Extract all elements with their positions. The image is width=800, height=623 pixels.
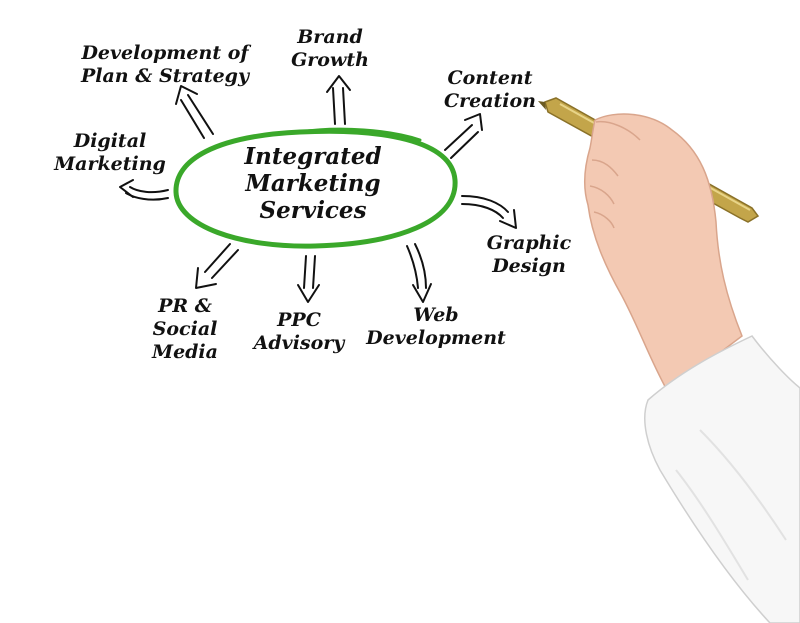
node-ppc-advisory: PPC Advisory bbox=[246, 309, 352, 355]
node-line: Advisory bbox=[253, 332, 345, 354]
node-line: Development bbox=[366, 327, 506, 349]
node-pr-social-media: PR & Social Media bbox=[140, 295, 230, 364]
node-line: Brand bbox=[297, 26, 363, 48]
node-line: Digital bbox=[73, 130, 147, 152]
center-line-2: Marketing bbox=[245, 170, 381, 197]
node-line: PPC bbox=[277, 309, 321, 331]
arrow-ppc-advisory bbox=[297, 255, 320, 303]
node-line: Plan & Strategy bbox=[80, 65, 250, 87]
node-line: Growth bbox=[291, 49, 369, 71]
center-line-3: Services bbox=[259, 197, 367, 224]
arrow-development-plan-strategy bbox=[175, 85, 214, 139]
center-label: Integrated Marketing Services bbox=[218, 143, 408, 224]
arrow-graphic-design bbox=[461, 195, 517, 229]
arrow-web-development bbox=[406, 243, 432, 303]
center-ellipse bbox=[173, 128, 458, 249]
center-line-1: Integrated bbox=[244, 143, 382, 170]
node-development-plan-strategy: Development of Plan & Strategy bbox=[70, 42, 260, 88]
arrow-content-creation bbox=[444, 113, 483, 159]
node-line: Media bbox=[152, 341, 218, 363]
arrow-pr-social-media bbox=[195, 243, 239, 289]
node-line: Design bbox=[492, 255, 566, 277]
node-line: Content bbox=[447, 67, 533, 89]
arrow-brand-growth bbox=[326, 75, 351, 125]
node-line: Marketing bbox=[54, 153, 166, 175]
node-line: Social bbox=[152, 318, 218, 340]
node-web-development: Web Development bbox=[360, 304, 512, 350]
node-line: Web bbox=[413, 304, 459, 326]
node-line: Graphic bbox=[486, 232, 572, 254]
node-line: PR & bbox=[158, 295, 212, 317]
arrow-digital-marketing bbox=[119, 179, 169, 201]
node-line: Creation bbox=[443, 90, 536, 112]
node-content-creation: Content Creation bbox=[432, 67, 548, 113]
hand-with-pen-illustration bbox=[538, 97, 800, 623]
node-brand-growth: Brand Growth bbox=[280, 26, 380, 72]
node-line: Development of bbox=[81, 42, 249, 64]
node-digital-marketing: Digital Marketing bbox=[42, 130, 178, 176]
node-graphic-design: Graphic Design bbox=[476, 232, 582, 278]
